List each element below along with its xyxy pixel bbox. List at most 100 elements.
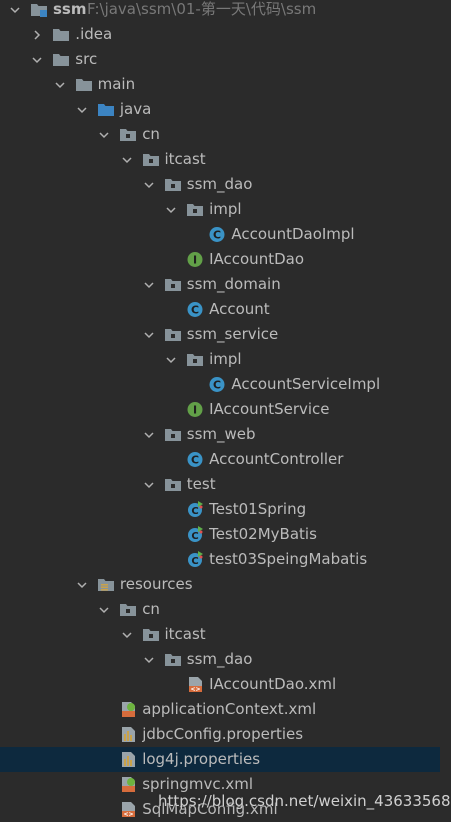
tree-node-label: cn xyxy=(142,125,160,143)
tree-node-label: AccountController xyxy=(209,450,344,468)
interface-icon: I xyxy=(186,401,204,418)
tree-node-ssm-domain[interactable]: ssm_domain xyxy=(0,272,440,297)
chevron-down-icon[interactable] xyxy=(166,205,176,215)
svg-text:<>: <> xyxy=(191,686,201,693)
tree-node-label: ssm_service xyxy=(186,325,279,343)
test-class-icon: C xyxy=(186,526,204,543)
chevron-down-icon[interactable] xyxy=(55,80,65,90)
tree-node-impl[interactable]: impl xyxy=(0,347,440,372)
chevron-down-icon[interactable] xyxy=(144,430,154,440)
chevron-down-icon[interactable] xyxy=(10,5,20,15)
package-icon xyxy=(164,326,182,343)
svg-text:C: C xyxy=(191,531,198,542)
tree-node-cn[interactable]: cn xyxy=(0,122,440,147)
tree-node-label: itcast xyxy=(164,150,206,168)
chevron-down-icon[interactable] xyxy=(144,655,154,665)
spring-xml-icon xyxy=(119,701,137,718)
tree-node-java[interactable]: java xyxy=(0,97,440,122)
tree-node-ssm-dao[interactable]: ssm_dao xyxy=(0,172,440,197)
tree-node-label: Test01Spring xyxy=(209,500,307,518)
svg-text:C: C xyxy=(213,379,221,392)
class-icon: C xyxy=(208,376,226,393)
tree-node-springmvc-xml[interactable]: springmvc.xml xyxy=(0,772,440,797)
chevron-down-icon[interactable] xyxy=(121,630,132,640)
svg-text:I: I xyxy=(193,404,197,417)
folder-icon xyxy=(52,26,70,43)
xml-file-icon: <> xyxy=(119,801,137,818)
svg-text:C: C xyxy=(191,506,198,517)
tree-node-label: IAccountDao.xml xyxy=(209,675,337,693)
chevron-down-icon[interactable] xyxy=(166,355,176,365)
package-icon xyxy=(164,476,182,493)
chevron-down-icon[interactable] xyxy=(144,330,154,340)
svg-text:C: C xyxy=(213,229,221,242)
tree-node-label: AccountDaoImpl xyxy=(231,225,355,243)
tree-node-idea[interactable]: .idea xyxy=(0,22,440,47)
tree-node-label: src xyxy=(75,50,98,68)
chevron-down-icon[interactable] xyxy=(144,180,154,190)
tree-node-impl[interactable]: impl xyxy=(0,197,440,222)
class-icon: C xyxy=(208,226,226,243)
tree-node-accountserviceimpl[interactable]: C AccountServiceImpl xyxy=(0,372,440,397)
class-icon: C xyxy=(186,301,204,318)
svg-text:C: C xyxy=(191,556,198,567)
tree-node-accountdaoimpl[interactable]: C AccountDaoImpl xyxy=(0,222,440,247)
tree-node-itcast[interactable]: itcast xyxy=(0,622,440,647)
folder-icon xyxy=(75,76,93,93)
tree-node-applicationcontext-xml[interactable]: applicationContext.xml xyxy=(0,697,440,722)
tree-node-label: .idea xyxy=(75,25,113,43)
chevron-down-icon[interactable] xyxy=(77,105,87,115)
tree-node-itcast[interactable]: itcast xyxy=(0,147,440,172)
tree-node-main[interactable]: main xyxy=(0,72,440,97)
tree-node-label: ssm_dao xyxy=(186,175,253,193)
package-icon xyxy=(186,201,204,218)
tree-node-iaccountservice[interactable]: I IAccountService xyxy=(0,397,440,422)
chevron-down-icon[interactable] xyxy=(99,605,109,615)
tree-node-account[interactable]: C Account xyxy=(0,297,440,322)
tree-node-label: ssm xyxy=(53,0,87,18)
tree-node-test02mybatis[interactable]: C Test02MyBatis xyxy=(0,522,440,547)
tree-node-label: Account xyxy=(209,300,270,318)
tree-node-iaccountdao-xml[interactable]: <> IAccountDao.xml xyxy=(0,672,440,697)
tree-node-label: AccountServiceImpl xyxy=(231,375,381,393)
interface-icon: I xyxy=(186,251,204,268)
tree-node-src[interactable]: src xyxy=(0,47,440,72)
package-icon xyxy=(119,601,137,618)
folder-icon xyxy=(52,51,70,68)
chevron-down-icon[interactable] xyxy=(77,580,87,590)
chevron-down-icon[interactable] xyxy=(32,55,42,65)
tree-node-label: ssm_web xyxy=(186,425,256,443)
tree-node-label: Test02MyBatis xyxy=(209,525,317,543)
chevron-down-icon[interactable] xyxy=(144,280,154,290)
tree-node-test01spring[interactable]: C Test01Spring xyxy=(0,497,440,522)
tree-node-label: impl xyxy=(209,350,242,368)
chevron-down-icon[interactable] xyxy=(144,480,154,490)
tree-node-ssm-service[interactable]: ssm_service xyxy=(0,322,440,347)
package-icon xyxy=(186,351,204,368)
tree-node-jdbcconfig-properties[interactable]: jdbcConfig.properties xyxy=(0,722,440,747)
watermark: https://blog.csdn.net/weixin_43633568 xyxy=(158,792,451,810)
test-class-icon: C xyxy=(186,551,204,568)
tree-node-sqlmapconfig-xml[interactable]: <>SqlMapConfig.xml xyxy=(0,797,440,822)
tree-node-label: java xyxy=(119,100,152,118)
chevron-down-icon[interactable] xyxy=(99,130,109,140)
package-icon xyxy=(142,626,160,643)
chevron-down-icon[interactable] xyxy=(121,155,132,165)
tree-node-label: test xyxy=(186,475,216,493)
tree-node-ssm-dao[interactable]: ssm_dao xyxy=(0,647,440,672)
tree-node-ssm-web[interactable]: ssm_web xyxy=(0,422,440,447)
test-class-icon: C xyxy=(186,501,204,518)
tree-node-label: IAccountService xyxy=(209,400,330,418)
chevron-right-icon[interactable] xyxy=(32,30,42,40)
tree-node-log4j-properties[interactable]: log4j.properties xyxy=(0,747,440,772)
tree-node-cn[interactable]: cn xyxy=(0,597,440,622)
tree-node-resources[interactable]: resources xyxy=(0,572,440,597)
tree-node-label: ssm_dao xyxy=(186,650,253,668)
tree-node-test[interactable]: test xyxy=(0,472,440,497)
svg-text:<>: <> xyxy=(124,811,134,818)
